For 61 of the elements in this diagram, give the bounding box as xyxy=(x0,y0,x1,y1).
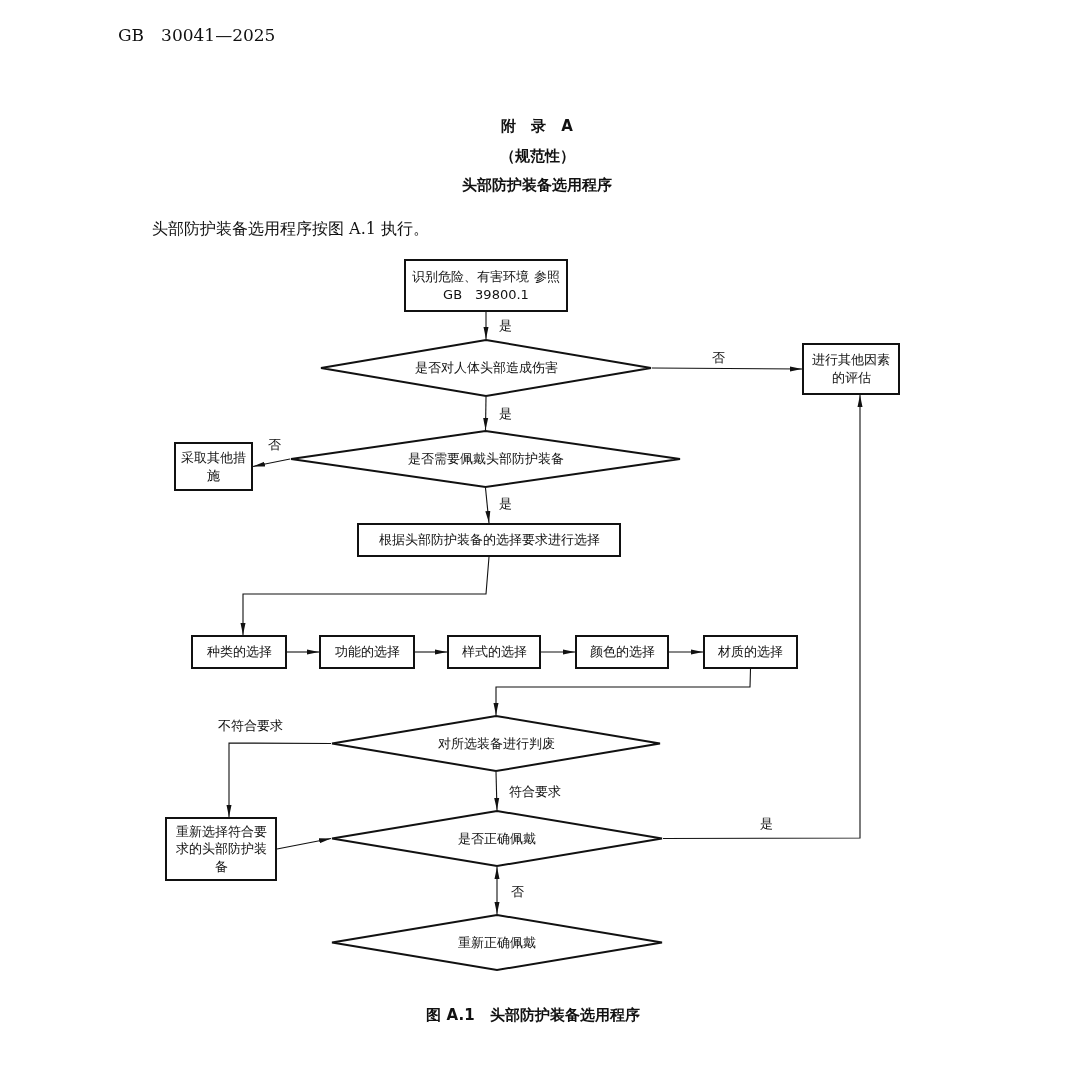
process-box xyxy=(802,343,900,395)
arrow xyxy=(226,742,332,818)
node-text: 是否对人体头部造成伤害 xyxy=(413,359,559,377)
annex-heading: 附 录 A xyxy=(501,117,573,136)
node-text: 对所选装备进行判废 xyxy=(436,734,556,753)
node-text: 识别危险、有害环境 参照GB 39800.1 xyxy=(411,267,561,304)
node-text: 材质的选择 xyxy=(717,643,784,661)
process-box xyxy=(575,635,669,669)
process-box xyxy=(357,523,621,557)
node-text: 功能的选择 xyxy=(333,643,401,661)
node-text: 是否需要佩戴头部防护装备 xyxy=(406,450,565,468)
arrow xyxy=(252,458,291,468)
arrow xyxy=(662,394,863,840)
arrow xyxy=(668,649,704,655)
process-box xyxy=(191,635,287,669)
annex-title: 头部防护装备选用程序 xyxy=(462,176,612,195)
edge-label: 否 xyxy=(509,884,526,900)
arrow xyxy=(493,668,752,716)
decision-diamond xyxy=(331,914,663,971)
decision-diamond xyxy=(290,430,681,488)
edge-label: 否 xyxy=(710,350,727,366)
edge-label: 是 xyxy=(497,318,514,334)
arrow xyxy=(540,649,576,655)
node-text: 种类的选择 xyxy=(205,643,273,661)
edge-label: 是 xyxy=(497,406,514,422)
intro-text: 头部防护装备选用程序按图 A.1 执行。 xyxy=(152,219,429,240)
arrow xyxy=(484,487,491,524)
node-text: 进行其他因素的评估 xyxy=(811,351,891,387)
arrow xyxy=(414,649,448,655)
process-box xyxy=(165,817,277,881)
arrow xyxy=(483,396,489,431)
figure-caption: 图 A.1 头部防护装备选用程序 xyxy=(426,1006,640,1025)
page-header: GB 30041—2025 xyxy=(118,24,276,47)
arrow xyxy=(483,311,489,340)
process-box xyxy=(703,635,798,669)
edge-label: 符合要求 xyxy=(507,784,563,800)
arrow xyxy=(494,771,500,811)
arrow xyxy=(286,649,320,655)
decision-diamond xyxy=(331,810,663,867)
arrow xyxy=(494,866,500,915)
node-text: 采取其他措施 xyxy=(180,448,247,485)
edge-label: 否 xyxy=(266,437,283,453)
arrow xyxy=(651,366,803,372)
node-text: 是否正确佩戴 xyxy=(457,829,537,848)
process-box xyxy=(404,259,568,312)
node-text: 样式的选择 xyxy=(460,643,528,661)
node-text: 重新选择符合要求的头部防护装备 xyxy=(174,822,268,876)
node-text: 颜色的选择 xyxy=(588,643,656,661)
process-box xyxy=(447,635,541,669)
process-box xyxy=(174,442,253,491)
decision-diamond xyxy=(331,715,661,772)
edge-label: 不符合要求 xyxy=(216,718,285,734)
node-text: 根据头部防护装备的选择要求进行选择 xyxy=(377,531,601,549)
process-box xyxy=(319,635,415,669)
edge-label: 是 xyxy=(758,816,775,832)
edge-label: 是 xyxy=(497,496,514,512)
arrow xyxy=(276,837,332,850)
node-text: 重新正确佩戴 xyxy=(457,933,537,952)
annex-note: （规范性） xyxy=(499,147,575,166)
decision-diamond xyxy=(320,339,652,397)
arrow xyxy=(240,556,490,636)
